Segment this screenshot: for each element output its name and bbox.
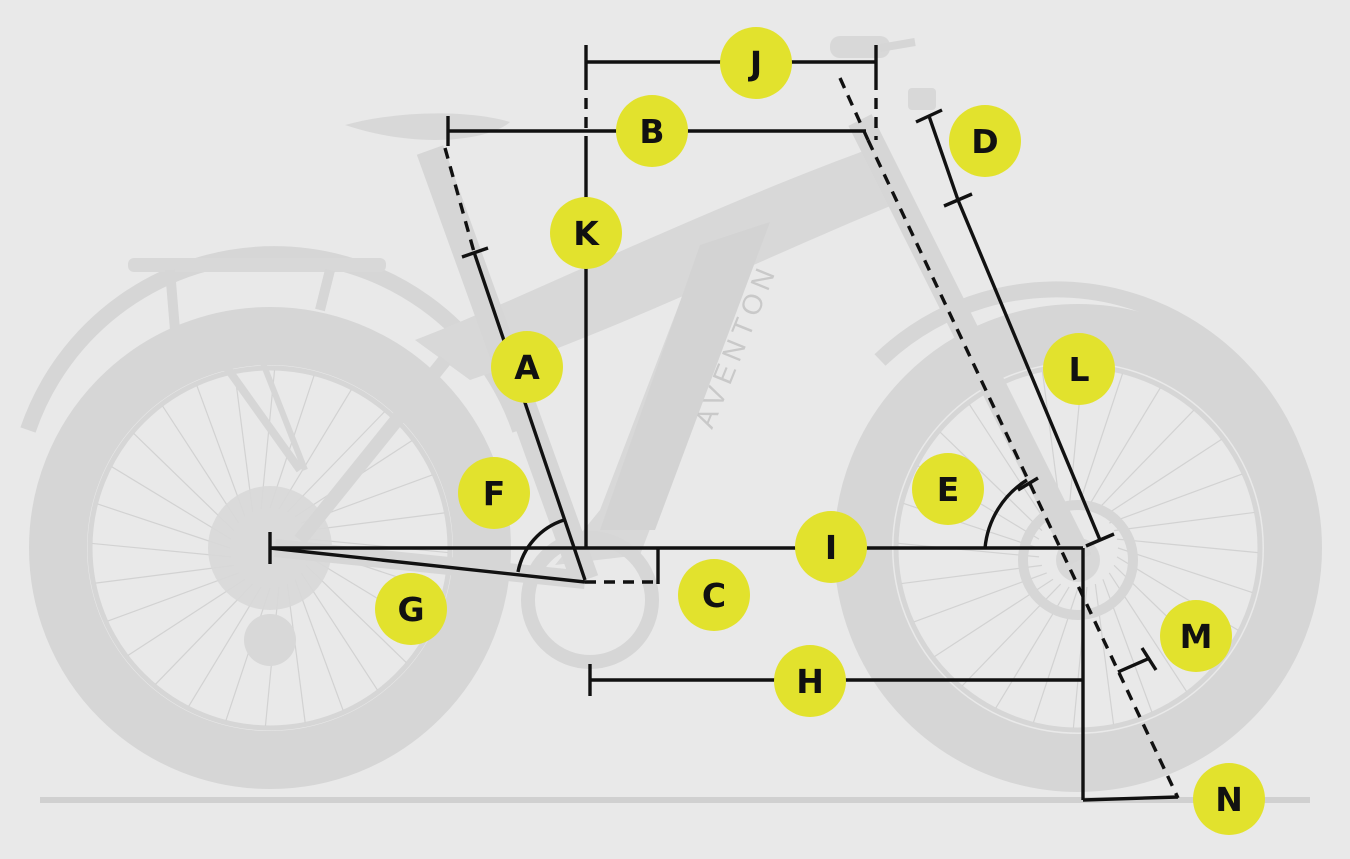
bike-silhouette: AVENTON <box>20 36 1322 803</box>
wheel-spoke <box>1072 586 1088 728</box>
svg-text:D: D <box>971 122 998 161</box>
svg-text:A: A <box>514 348 540 387</box>
badge-B: B <box>616 95 688 167</box>
wheel-spoke <box>97 503 231 549</box>
wheel-spoke <box>234 373 254 513</box>
wheel-spoke <box>294 579 344 711</box>
badge-I: I <box>795 511 867 583</box>
wheel-spoke <box>278 389 352 510</box>
wheel-spoke <box>1113 511 1255 532</box>
wheel-spoke <box>286 411 385 513</box>
wheel-spoke <box>1086 387 1161 510</box>
measure-G-line <box>269 546 586 584</box>
badge-L: L <box>1043 333 1115 405</box>
badge-G: G <box>375 573 447 645</box>
wheel-spoke <box>162 405 240 524</box>
saddle <box>345 113 510 140</box>
svg-text:H: H <box>796 662 824 701</box>
wheel-spoke <box>939 431 1043 532</box>
wheel-spoke <box>898 542 1040 558</box>
svg-text:J: J <box>748 44 762 83</box>
wheel-spoke <box>305 564 407 663</box>
badge-M: M <box>1160 600 1232 672</box>
measure-C-line <box>585 548 660 584</box>
wheel-spoke <box>305 512 445 532</box>
wheel-spoke <box>300 572 378 691</box>
badge-K: K <box>550 197 622 269</box>
measure-A-line <box>443 147 587 581</box>
wheel-spoke <box>308 538 448 554</box>
badge-F: F <box>458 457 530 529</box>
wheel-spoke <box>188 586 262 707</box>
badge-J: J <box>720 27 792 99</box>
measure-E-arc <box>983 478 1028 549</box>
svg-text:I: I <box>825 528 837 567</box>
badge-C: C <box>678 559 750 631</box>
wheel-spoke <box>1077 373 1124 509</box>
measure-L-line <box>956 199 1115 548</box>
bike-frame <box>274 114 1092 669</box>
wheel-spoke <box>286 583 306 723</box>
measure-N-line <box>1082 795 1179 802</box>
svg-text:B: B <box>639 112 664 151</box>
wheel-spoke <box>92 542 232 558</box>
wheel-spoke <box>1116 538 1258 554</box>
badge-N: N <box>1193 763 1265 835</box>
measure-F-arc <box>516 518 565 573</box>
steering-axis-line <box>866 139 1180 799</box>
wheel-spoke <box>1102 438 1222 518</box>
measure-E-tick <box>1017 476 1039 492</box>
wheel-spoke <box>133 433 235 532</box>
chainring <box>521 531 659 669</box>
wheel-spoke <box>155 583 254 685</box>
wheel-spoke <box>107 572 239 622</box>
badge-A: A <box>491 331 563 403</box>
badge-E: E <box>912 453 984 525</box>
wheel-spoke <box>111 466 232 540</box>
svg-text:N: N <box>1215 780 1243 819</box>
wheel-spoke <box>968 404 1048 524</box>
wheel-spoke <box>95 564 235 584</box>
wheel-spoke <box>225 587 271 721</box>
wheel-spoke <box>127 578 246 656</box>
svg-text:G: G <box>397 590 424 629</box>
svg-text:F: F <box>483 474 506 513</box>
svg-text:M: M <box>1180 617 1213 656</box>
wheel-spoke <box>901 564 1043 585</box>
wheel-spoke <box>1109 473 1243 524</box>
rear-rack <box>128 258 386 473</box>
badge-D: D <box>949 105 1021 177</box>
svg-text:C: C <box>702 576 726 615</box>
measurement-lines <box>268 45 1180 802</box>
wheel-spoke <box>1117 547 1253 594</box>
badge-H: H <box>774 645 846 717</box>
handlebar <box>830 36 936 110</box>
measure-M-line <box>1117 647 1158 674</box>
wheel-spoke <box>1094 409 1195 513</box>
svg-text:K: K <box>573 214 600 253</box>
label-badges: J B D K A L F E <box>375 27 1265 835</box>
svg-text:L: L <box>1068 350 1089 389</box>
wheel-spoke <box>196 385 246 517</box>
svg-text:E: E <box>937 470 960 509</box>
